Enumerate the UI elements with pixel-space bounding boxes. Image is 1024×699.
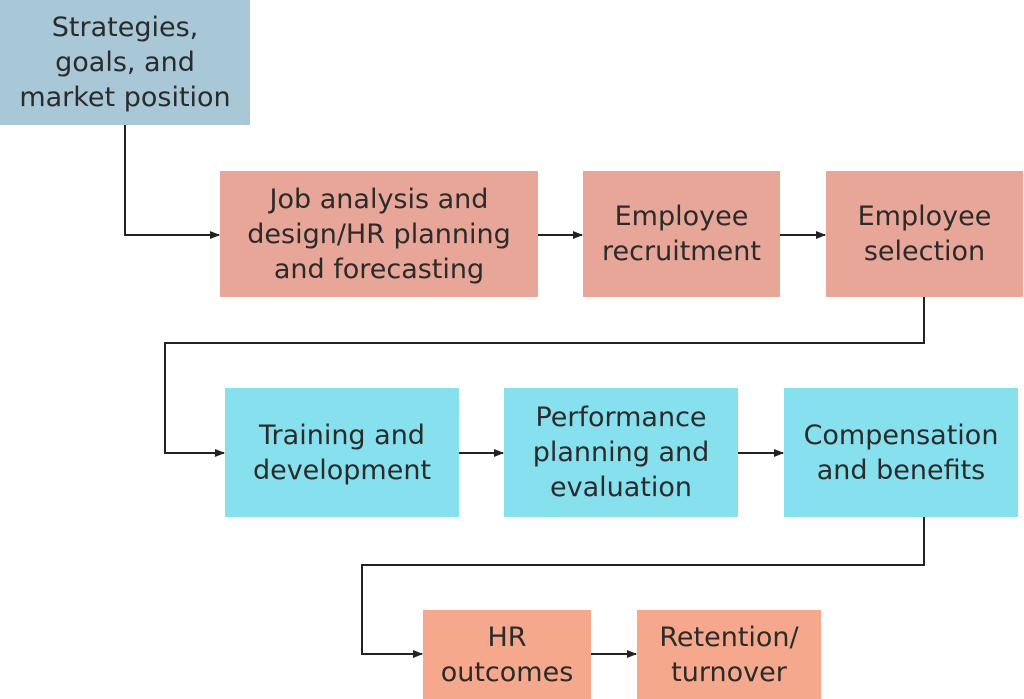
performance-node-label: Performance planning and evaluation	[532, 402, 710, 503]
selection-node-label: Employee selection	[857, 201, 992, 267]
strategies-node-label: Strategies, goals, and market position	[19, 12, 231, 113]
connector-compensation-to-hr-outcomes	[361, 517, 925, 658]
compensation-node-label: Compensation and benefits	[803, 419, 999, 486]
hr-outcomes-node: HR outcomes	[423, 610, 591, 699]
performance-node: Performance planning and evaluation	[504, 388, 738, 517]
job-analysis-node: Job analysis and design/HR planning and …	[220, 171, 538, 297]
training-node-label: Training and development	[252, 419, 432, 486]
connector-strategies-to-job-analysis	[124, 125, 220, 239]
selection-node: Employee selection	[826, 171, 1023, 297]
training-node: Training and development	[225, 388, 459, 517]
connector-selection-to-training	[164, 297, 925, 457]
retention-node: Retention/ turnover	[637, 610, 821, 699]
retention-node-label: Retention/ turnover	[659, 621, 799, 688]
compensation-node: Compensation and benefits	[784, 388, 1018, 517]
strategies-node: Strategies, goals, and market position	[0, 0, 250, 125]
hr-outcomes-node-label: HR outcomes	[440, 621, 574, 688]
job-analysis-node-label: Job analysis and design/HR planning and …	[247, 183, 511, 285]
recruitment-node-label: Employee recruitment	[602, 201, 761, 267]
recruitment-node: Employee recruitment	[583, 171, 780, 297]
